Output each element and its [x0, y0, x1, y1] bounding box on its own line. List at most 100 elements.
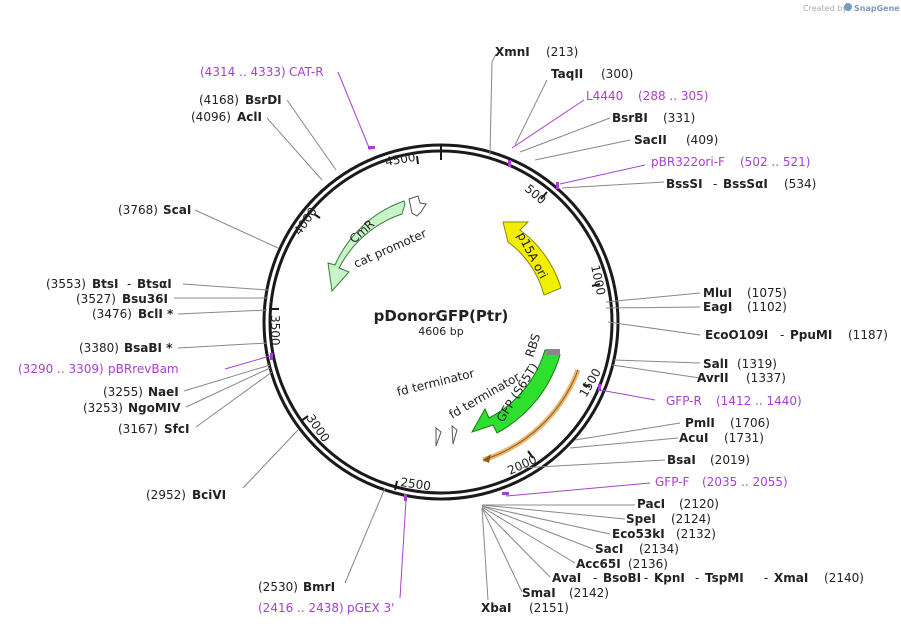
label-bsabi[interactable]: (3380)BsaBI *	[79, 341, 173, 355]
label-sfci[interactable]: (3167)SfcI	[118, 422, 189, 436]
label-eagi[interactable]: EagI(1102)	[703, 300, 787, 314]
label-smai[interactable]: SmaI (2142)	[522, 586, 609, 600]
connector-lines	[174, 53, 701, 601]
cmr-arrow[interactable]	[327, 200, 406, 293]
enzyme-position: (3255)	[103, 385, 143, 399]
svg-text:(4168)BsrDI: (4168)BsrDI	[199, 93, 282, 107]
label-ngomiv[interactable]: (3253)NgoMIV	[83, 401, 181, 415]
svg-text:(3527)Bsu36I: (3527)Bsu36I	[76, 292, 168, 306]
label-acc65i[interactable]: Acc65I(2136)	[576, 557, 668, 571]
label-xbai[interactable]: XbaI (2151)	[481, 601, 569, 615]
label-paci[interactable]: PacI(2120)	[637, 497, 719, 511]
enzyme-position: (2140)	[824, 571, 864, 585]
label-gfpf[interactable]: GFP-F(2035 .. 2055)	[655, 475, 788, 489]
cat-promoter-arrow[interactable]	[408, 195, 427, 217]
label-acui[interactable]: AcuI(1731)	[679, 431, 764, 445]
primer-name: pBRrevBam	[108, 362, 179, 376]
enzyme-position: (2530)	[258, 580, 298, 594]
enzyme-name: SmaI	[522, 586, 556, 600]
svg-text:(3253)NgoMIV: (3253)NgoMIV	[83, 401, 181, 415]
tick-mark	[394, 480, 398, 491]
enzyme-name: BssSI	[666, 177, 703, 191]
svg-text:PacI(2120): PacI(2120)	[637, 497, 719, 511]
fd-terminator-arrow[interactable]	[451, 424, 458, 445]
label-eco53ki[interactable]: Eco53kI(2132)	[612, 527, 716, 541]
enzyme-position: (2142)	[569, 586, 609, 600]
label-taqii[interactable]: TaqII(300)	[551, 67, 633, 81]
label-sali[interactable]: SalI(1319)	[703, 357, 777, 371]
label-naei[interactable]: (3255)NaeI	[103, 385, 179, 399]
p15a-ori-arrow[interactable]	[502, 221, 562, 296]
label-spei[interactable]: SpeI(2124)	[626, 512, 711, 526]
label-bsssi[interactable]: BssSI-BssSαI(534)	[666, 177, 816, 191]
tick-mark	[527, 450, 534, 459]
enzyme-position: (4096)	[191, 110, 231, 124]
label-bsrdi[interactable]: (4168)BsrDI	[199, 93, 282, 107]
enzyme-position: (4168)	[199, 93, 239, 107]
label-catr[interactable]: (4314 .. 4333)CAT-R	[200, 65, 324, 79]
svg-text:(2952)BciVI: (2952)BciVI	[146, 488, 226, 502]
label-eco0109i[interactable]: EcoO109I-PpuMI(1187)	[705, 328, 888, 342]
label-gfpr[interactable]: GFP-R(1412 .. 1440)	[666, 394, 802, 408]
feature-p15a-ori[interactable]: p15A ori	[502, 221, 562, 296]
svg-text:SmaI(2142): SmaI (2142)	[522, 586, 609, 600]
label-pbr322ori[interactable]: pBR322ori-F(502 .. 521)	[651, 155, 810, 169]
enzyme-position: (1337)	[746, 371, 786, 385]
primer-mark-pgex	[404, 494, 407, 501]
enzyme-name: BclI *	[138, 307, 174, 321]
label-bsai[interactable]: BsaI(2019)	[667, 453, 750, 467]
label-pgex[interactable]: (2416 .. 2438)pGEX 3'	[258, 601, 394, 615]
fd-terminator-1-label: fd terminator	[395, 366, 476, 399]
primer-mark-pbr322ori	[556, 182, 559, 189]
label-btsi[interactable]: (3553)BtsI-BtsαI	[46, 277, 172, 291]
enzyme-position: (3553)	[46, 277, 86, 291]
label-avrii[interactable]: AvrII(1337)	[697, 371, 786, 385]
enzyme-name: BmrI	[303, 580, 335, 594]
svg-text:AcuI(1731): AcuI(1731)	[679, 431, 764, 445]
svg-text:PmlI(1706): PmlI(1706)	[685, 416, 770, 430]
label-scai[interactable]: (3768)ScaI	[118, 203, 191, 217]
label-xmni[interactable]: XmnI(213)	[495, 45, 578, 59]
feature-rbs[interactable]: RBS	[523, 332, 560, 359]
label-sacii[interactable]: SacII(409)	[634, 133, 718, 147]
enzyme-position: (2124)	[671, 512, 711, 526]
enzyme-position: (2151)	[529, 601, 569, 615]
label-bcli[interactable]: (3476)BclI *	[92, 307, 174, 321]
svg-text:(4096)AclI: (4096) AclI	[191, 110, 262, 124]
label-saci[interactable]: SacI(2134)	[595, 542, 679, 556]
label-acli[interactable]: (4096) AclI	[191, 110, 262, 124]
label-bsrbi[interactable]: BsrBI(331)	[612, 111, 695, 125]
enzyme-name: XbaI	[481, 601, 511, 615]
label-l4440[interactable]: L4440(288 .. 305)	[586, 89, 708, 103]
enzyme-position: (2019)	[710, 453, 750, 467]
fd-terminator-arrow[interactable]	[435, 426, 442, 447]
label-pmli[interactable]: PmlI(1706)	[685, 416, 770, 430]
label-pbrrevbam[interactable]: (3290 .. 3309)pBRrevBam	[18, 362, 179, 376]
rbs-box[interactable]	[546, 349, 560, 355]
tick-3500: 3500	[268, 315, 282, 346]
enzyme-position: (1706)	[730, 416, 770, 430]
gfp-arrow[interactable]	[470, 349, 561, 434]
primer-range: (2416 .. 2438)	[258, 601, 344, 615]
svg-text:(3167)SfcI: (3167)SfcI	[118, 422, 189, 436]
enzyme-position: (213)	[546, 45, 578, 59]
label-bsu36i[interactable]: (3527)Bsu36I	[76, 292, 168, 306]
enzyme-name: AclI	[237, 110, 262, 124]
svg-text:SpeI(2124): SpeI(2124)	[626, 512, 711, 526]
label-bmri[interactable]: (2530) BmrI	[258, 580, 335, 594]
tick-mark	[582, 383, 591, 388]
primer-name: pBR322ori-F	[651, 155, 725, 169]
label-mlui[interactable]: MluI(1075)	[703, 286, 787, 300]
enzyme-position: (331)	[663, 111, 695, 125]
enzyme-position: (1731)	[724, 431, 764, 445]
svg-text:(2530)BmrI: (2530) BmrI	[258, 580, 335, 594]
enzyme-name: TspMI	[705, 571, 744, 585]
svg-text:(4314 .. 4333)CAT-R: (4314 .. 4333)CAT-R	[200, 65, 324, 79]
svg-text:(3290 .. 3309)pBRrevBam: (3290 .. 3309)pBRrevBam	[18, 362, 179, 376]
label-avai[interactable]: AvaI-BsoBI-KpnI-TspMI-XmaI(2140)	[552, 571, 864, 585]
gfp-primer-arrowhead	[483, 454, 491, 463]
enzyme-position: (1075)	[747, 286, 787, 300]
label-bcivi[interactable]: (2952)BciVI	[146, 488, 226, 502]
primer-mark-pbrrevbam	[270, 353, 273, 360]
separator: -	[713, 177, 717, 191]
